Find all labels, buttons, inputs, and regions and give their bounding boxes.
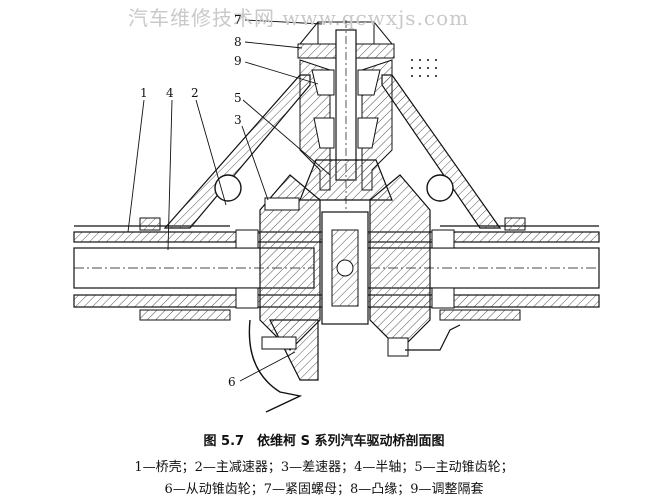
part-label-1: 1 [140,86,148,100]
part-label-8: 8 [234,35,242,49]
figure-caption: 图 5.7 依维柯 S 系列汽车驱动桥剖面图 [203,434,445,449]
part-label-7: 7 [234,13,242,27]
part-label-6: 6 [228,375,236,389]
fastening-bolt [261,197,409,357]
part-label-9: 9 [234,54,242,68]
part-label-5: 5 [234,91,242,105]
housing-gusset [163,74,502,229]
legend-line-1: 1—桥壳；2—主减速器；3—差速器；4—半轴；5—主动锥齿轮； [134,460,514,475]
leader-lines [127,19,331,382]
differential-case [259,174,431,351]
part-label-3: 3 [234,113,242,127]
part-label-4: 4 [166,86,174,100]
axle-cross-section [73,19,600,413]
side-bearing [235,229,455,309]
oil-pipe [405,324,461,351]
legend-line-2: 6—从动锥齿轮；7—紧固螺母；8—凸缘；9—调整隔套 [164,482,484,497]
driven-bevel-gear [269,319,319,381]
part-label-2: 2 [191,86,199,100]
pinion-bearing [311,69,381,149]
housing-cover [248,319,303,413]
hidden-detail [411,59,437,77]
watermark: 汽车维修技术网 www.qcwxjs.com [128,6,470,30]
